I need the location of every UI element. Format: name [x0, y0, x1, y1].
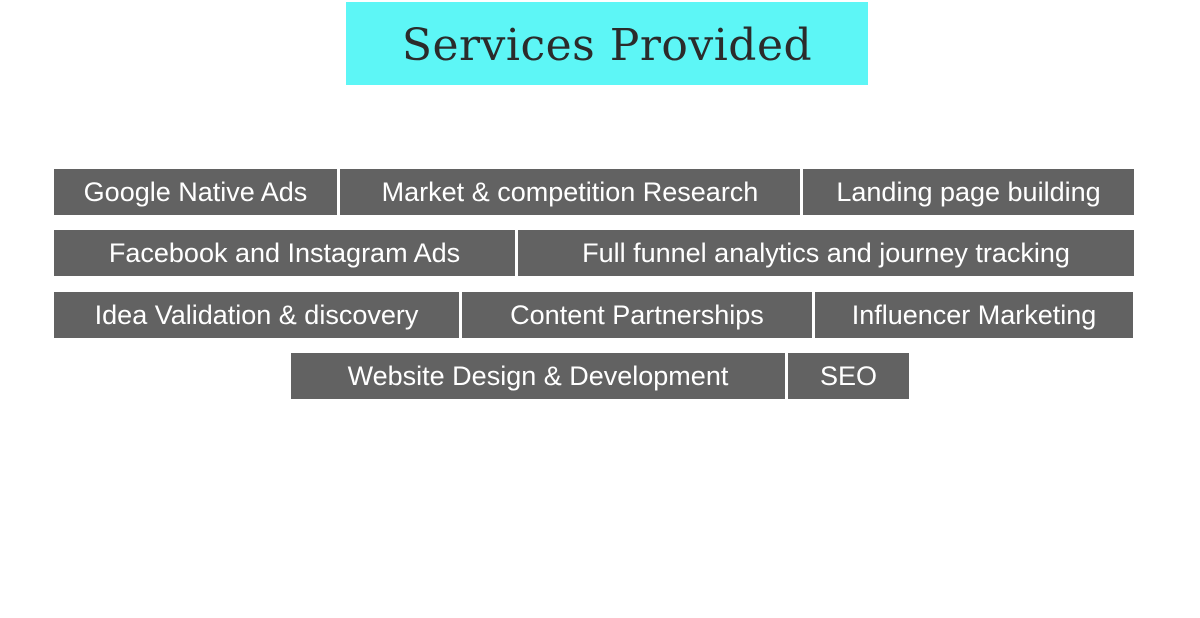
service-tag-website-design: Website Design & Development	[291, 353, 785, 399]
page-title: Services Provided	[401, 20, 813, 71]
title-banner: Services Provided	[346, 2, 868, 85]
services-row-2: Facebook and Instagram Ads Full funnel a…	[54, 230, 1134, 276]
service-tag-market-research: Market & competition Research	[340, 169, 800, 215]
service-tag-idea-validation: Idea Validation & discovery	[54, 292, 459, 338]
service-tag-content-partnerships: Content Partnerships	[462, 292, 812, 338]
service-tag-google-native-ads: Google Native Ads	[54, 169, 337, 215]
service-tag-facebook-instagram-ads: Facebook and Instagram Ads	[54, 230, 515, 276]
services-row-1: Google Native Ads Market & competition R…	[54, 169, 1134, 215]
service-tag-landing-page-building: Landing page building	[803, 169, 1134, 215]
service-tag-full-funnel-analytics: Full funnel analytics and journey tracki…	[518, 230, 1134, 276]
service-tag-seo: SEO	[788, 353, 909, 399]
services-row-4: Website Design & Development SEO	[291, 353, 909, 399]
service-tag-influencer-marketing: Influencer Marketing	[815, 292, 1133, 338]
services-row-3: Idea Validation & discovery Content Part…	[54, 292, 1133, 338]
